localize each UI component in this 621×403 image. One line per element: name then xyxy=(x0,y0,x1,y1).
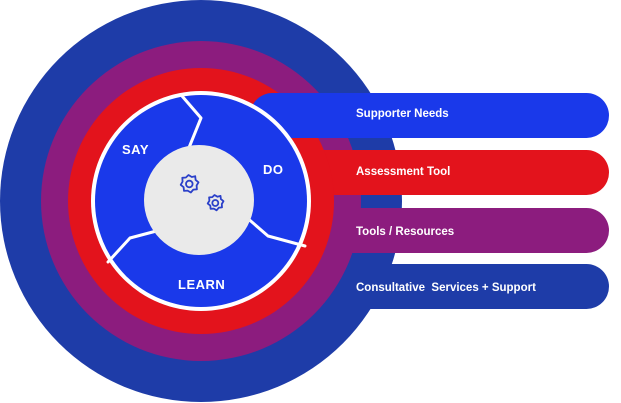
gears-icon xyxy=(179,174,225,212)
band-supporter-needs xyxy=(250,93,609,138)
gear-small-icon xyxy=(206,194,225,212)
divider-right xyxy=(243,214,307,248)
cycle-hub xyxy=(144,145,254,255)
segment-label-learn: LEARN xyxy=(178,277,225,292)
gear-large-icon xyxy=(179,174,200,194)
divider-left xyxy=(106,227,166,264)
band-tools-resources xyxy=(270,208,609,253)
band-assessment-tool xyxy=(280,150,609,195)
band-label-supporter-needs: Supporter Needs xyxy=(356,108,449,120)
band-label-consultative-services: Consultative Services + Support xyxy=(356,282,536,294)
band-label-tools-resources: Tools / Resources xyxy=(356,226,454,238)
band-label-assessment-tool: Assessment Tool xyxy=(356,166,450,178)
segment-label-say: SAY xyxy=(122,142,149,157)
segment-label-do: DO xyxy=(263,162,284,177)
